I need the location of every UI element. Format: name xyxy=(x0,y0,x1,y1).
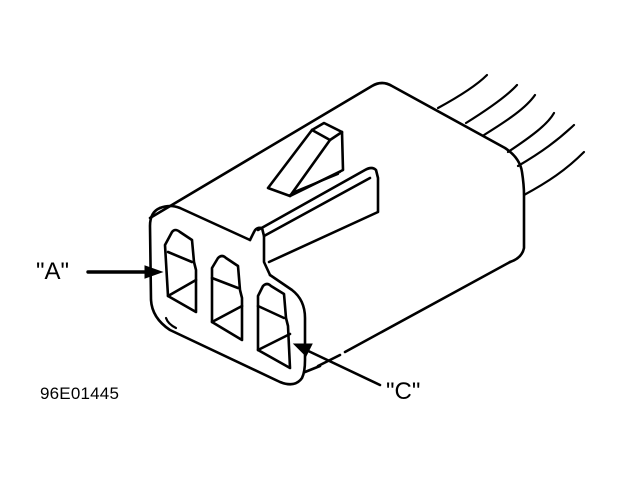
wires xyxy=(436,73,586,197)
cavity-c xyxy=(256,282,292,370)
connector-body xyxy=(148,81,526,386)
latch-rib xyxy=(248,166,380,277)
figure-id: 96E01445 xyxy=(40,384,120,403)
cavity-a xyxy=(163,228,198,314)
cavity-b xyxy=(210,254,244,342)
label-a: "A" xyxy=(36,258,70,285)
label-c: "C" xyxy=(386,378,421,405)
arrow-a xyxy=(86,265,164,279)
arrow-c xyxy=(292,343,382,387)
latch-ramp xyxy=(266,121,345,198)
